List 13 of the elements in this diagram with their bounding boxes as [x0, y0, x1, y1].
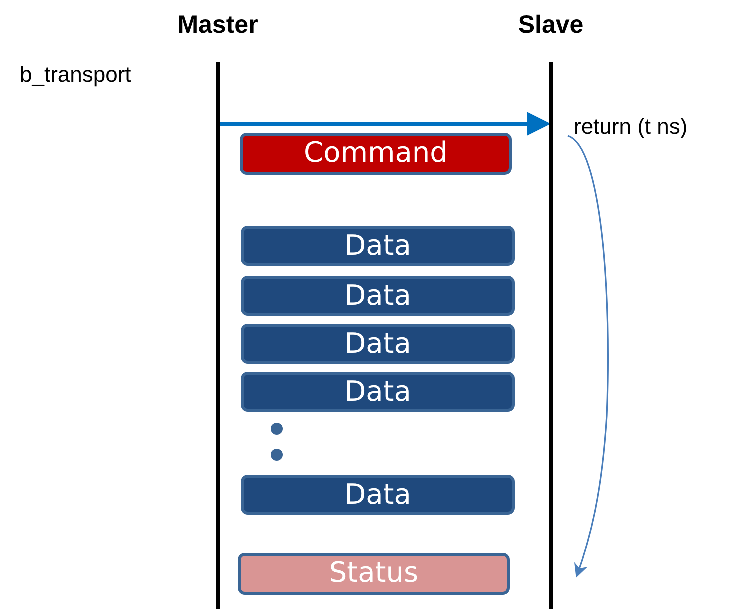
data-block: Data	[241, 276, 515, 316]
call-arrow	[220, 112, 551, 136]
data-block: Data	[241, 324, 515, 364]
return-arrow	[568, 135, 609, 578]
lifeline-heading: Master	[176, 10, 260, 41]
data-block: Data	[241, 372, 515, 412]
call-label: b_transport	[20, 62, 132, 88]
status-block: Status	[238, 553, 510, 595]
return-label: return (t ns)	[574, 114, 688, 140]
data-block: Data	[241, 475, 515, 515]
data-block: Data	[241, 226, 515, 266]
lifeline-heading: Slave	[517, 10, 585, 41]
command-block: Command	[240, 133, 512, 175]
